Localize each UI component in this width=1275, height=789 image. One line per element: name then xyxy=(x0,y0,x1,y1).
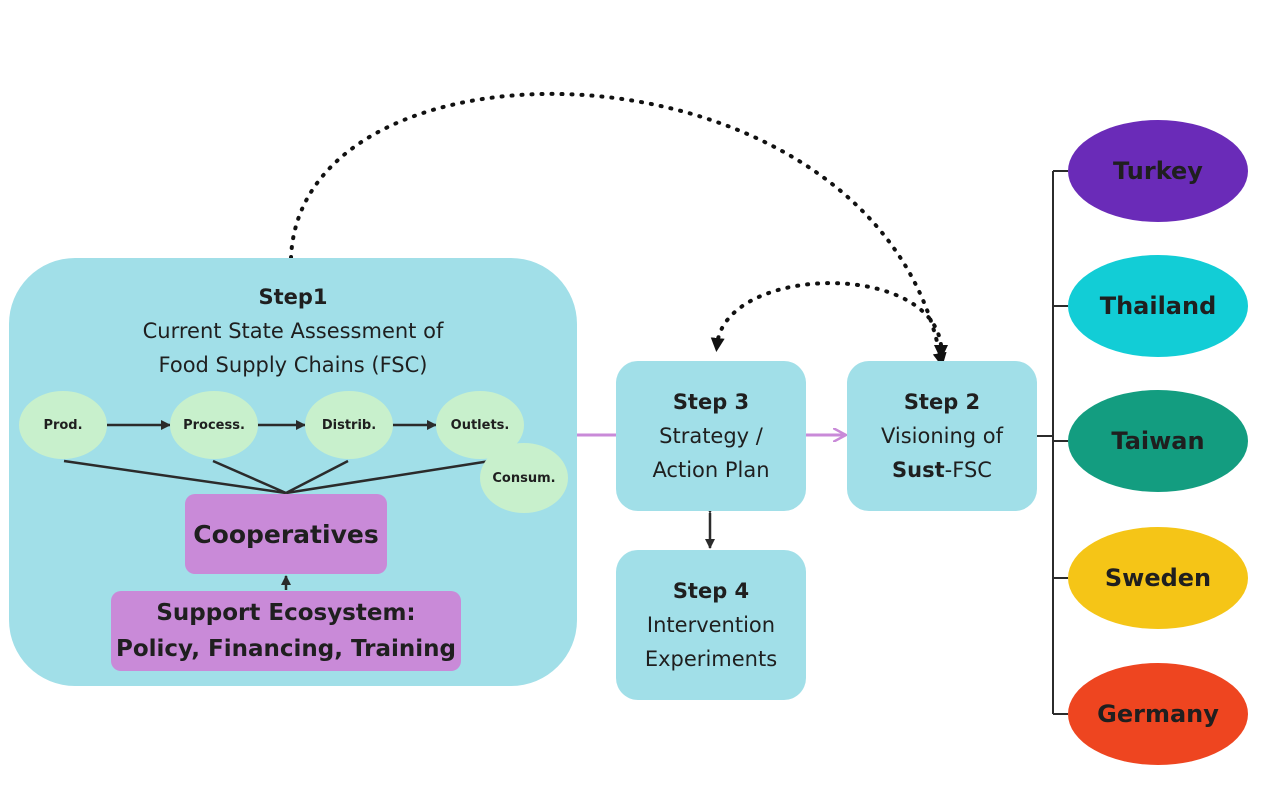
step4-line2: Experiments xyxy=(644,647,778,671)
country-turkey-label: Turkey xyxy=(1113,157,1203,185)
node-outlets-label: Outlets. xyxy=(450,417,510,433)
country-taiwan: Taiwan xyxy=(1068,390,1248,492)
country-turkey: Turkey xyxy=(1068,120,1248,222)
feedback-arc-step1-to-step2 xyxy=(289,91,947,367)
node-distrib-label: Distrib. xyxy=(321,417,377,433)
step2-line2-bold: Sust xyxy=(892,458,945,482)
step2-line2: Sust-FSC xyxy=(892,453,992,487)
cooperatives-label: Cooperatives xyxy=(193,519,379,549)
country-sweden-label: Sweden xyxy=(1104,564,1212,592)
step3-line1: Strategy / xyxy=(659,424,763,448)
support-line2: Policy, Financing, Training xyxy=(116,636,456,662)
step3-line2: Action Plan xyxy=(652,458,770,482)
country-thailand: Thailand xyxy=(1068,255,1248,357)
step2-line1: Visioning of xyxy=(880,424,1004,448)
step1-title: Step1 xyxy=(258,285,328,309)
step2-line2-rest: -FSC xyxy=(944,458,992,482)
step1-line2: Food Supply Chains (FSC) xyxy=(158,353,428,377)
step4-title: Step 4 xyxy=(672,579,750,603)
country-germany: Germany xyxy=(1068,663,1248,765)
step3-box: Step 3 Strategy / Action Plan xyxy=(616,361,806,511)
node-consum-label: Consum. xyxy=(492,470,556,486)
step3-title: Step 3 xyxy=(672,390,750,414)
country-sweden: Sweden xyxy=(1068,527,1248,629)
step2-box: Step 2 Visioning of Sust-FSC xyxy=(847,361,1037,511)
support-line1: Support Ecosystem: xyxy=(156,600,416,626)
step1-line1: Current State Assessment of xyxy=(142,319,444,343)
node-distrib: Distrib. xyxy=(305,391,393,459)
node-process: Process. xyxy=(170,391,258,459)
country-germany-label: Germany xyxy=(1097,700,1219,728)
feedback-arc-step2-to-step3 xyxy=(710,281,943,352)
node-process-label: Process. xyxy=(183,417,245,433)
cooperatives-box: Cooperatives xyxy=(185,494,387,574)
node-prod-label: Prod. xyxy=(43,417,83,433)
step4-line1: Intervention xyxy=(646,613,776,637)
support-ecosystem-box: Support Ecosystem: Policy, Financing, Tr… xyxy=(111,591,461,671)
country-taiwan-label: Taiwan xyxy=(1111,427,1205,455)
step2-title: Step 2 xyxy=(903,390,981,414)
node-prod: Prod. xyxy=(19,391,107,459)
feedback-arc-step2-head xyxy=(934,345,948,360)
step4-box: Step 4 Intervention Experiments xyxy=(616,550,806,700)
country-thailand-label: Thailand xyxy=(1099,292,1217,320)
node-consum: Consum. xyxy=(480,443,568,513)
